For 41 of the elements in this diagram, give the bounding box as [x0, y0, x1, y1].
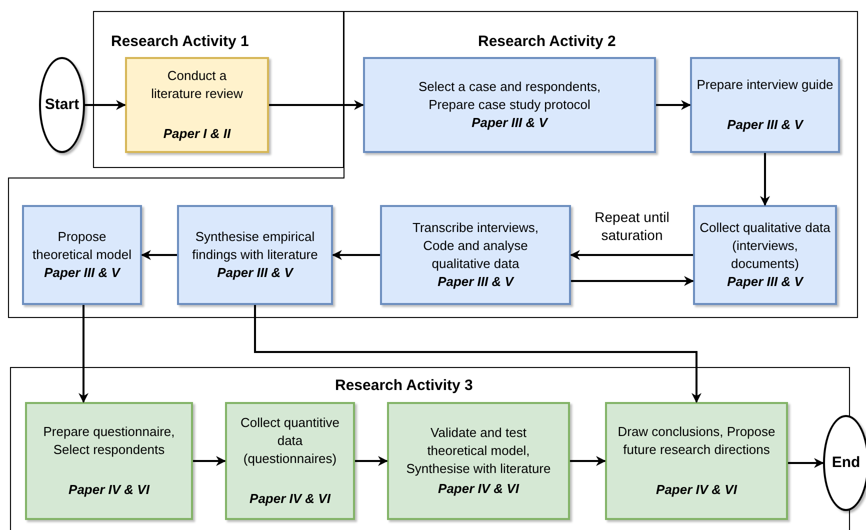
paper-reference: Paper III & V — [472, 114, 548, 132]
paper-reference: Paper IV & VI — [438, 480, 519, 498]
step-text: Transcribe interviews, Code and analyse qualitative data — [412, 219, 540, 273]
arrow — [332, 250, 380, 260]
arrow — [254, 305, 702, 403]
paper-reference: Paper III & V — [217, 264, 293, 282]
step-text: Collect quantitive data (questionnaires) — [240, 414, 340, 468]
arrow — [141, 250, 177, 260]
arrow — [355, 456, 388, 466]
step-text: Prepare interview guide — [696, 76, 834, 94]
arrow — [760, 153, 770, 206]
arrow — [85, 100, 126, 110]
arrow — [570, 456, 606, 466]
step-text: Propose theoretical model — [32, 228, 132, 264]
arrow — [656, 100, 691, 110]
step-text: Collect qualitative data (interviews, documents) — [698, 219, 832, 273]
activity-heading: Research Activity 2 — [478, 32, 616, 52]
terminal-oval: Start — [39, 57, 85, 153]
arrow — [269, 100, 364, 110]
arrow — [571, 276, 694, 286]
arrow — [788, 458, 824, 468]
arrow — [193, 456, 226, 466]
step-text: Draw conclusions, Propose future research directions — [616, 423, 776, 459]
paper-reference: Paper IV & VI — [68, 481, 150, 499]
step-text: Synthesise empirical findings with literature — [191, 228, 319, 264]
terminal-oval: End — [823, 415, 866, 511]
paper-reference: Paper III & V — [727, 116, 803, 134]
step-text: Prepare questionnaire, Select respondents — [42, 423, 176, 459]
activity-heading: Research Activity 1 — [111, 32, 249, 52]
step-text: Select a case and respondents, Prepare case study protocol — [417, 78, 602, 114]
paper-reference: Paper IV & VI — [250, 490, 330, 508]
paper-reference: Paper I & II — [163, 125, 231, 143]
paper-reference: Paper IV & VI — [656, 481, 737, 499]
paper-reference: Paper III & V — [438, 273, 514, 291]
paper-reference: Paper III & V — [727, 273, 803, 291]
arrow — [78, 305, 88, 403]
step-text: Conduct a literature review — [150, 67, 244, 103]
paper-reference: Paper III & V — [44, 264, 120, 282]
step-text: Validate and test theoretical model, Synthesise with literature — [405, 424, 552, 478]
arrow — [570, 250, 693, 260]
activity-heading: Research Activity 3 — [335, 376, 473, 396]
